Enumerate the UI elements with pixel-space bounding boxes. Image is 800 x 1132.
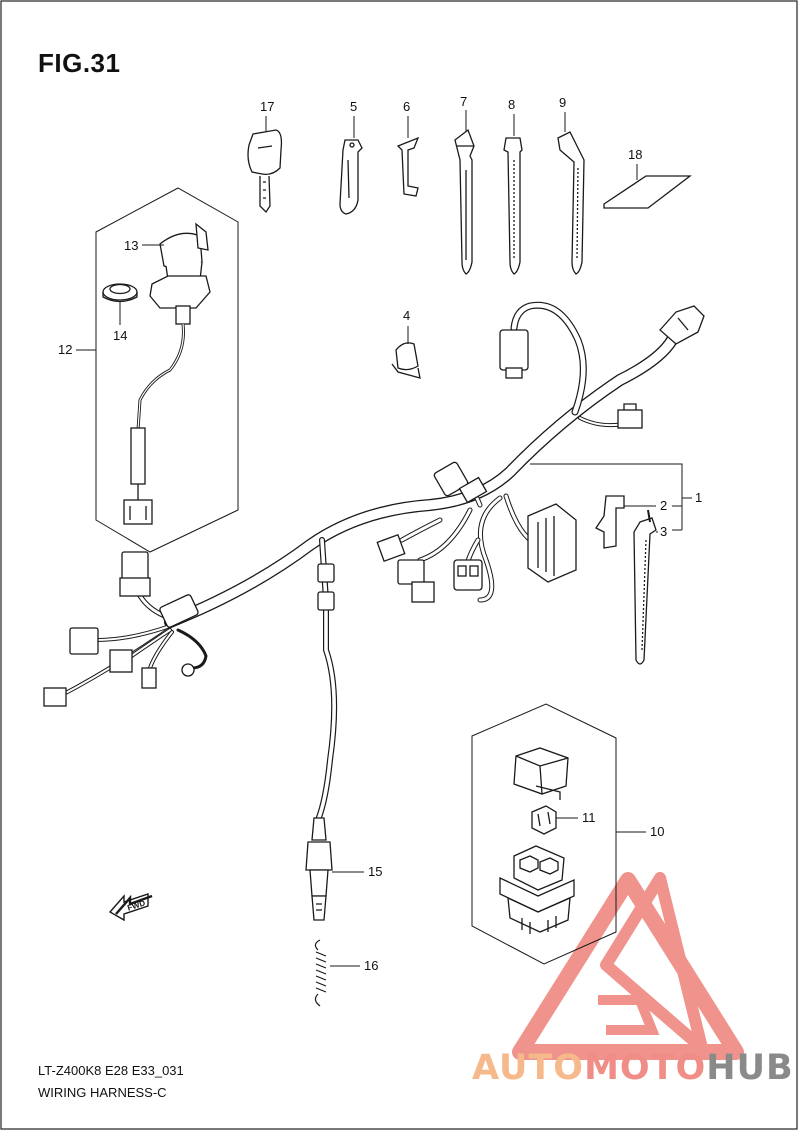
sensor-icon	[305, 817, 333, 921]
callout-6: 6	[403, 99, 410, 114]
figure-caption: WIRING HARNESS-C	[38, 1085, 167, 1100]
watermark-part-a: AUTO	[472, 1048, 585, 1088]
clamp-icon	[339, 139, 363, 215]
callout-11: 11	[582, 810, 596, 825]
callout-4: 4	[403, 308, 410, 323]
watermark-part-c: HUB	[706, 1048, 794, 1088]
callout-13: 13	[124, 238, 138, 253]
callout-17: 17	[260, 99, 274, 114]
key-icon	[247, 129, 283, 214]
bracket-icon	[595, 495, 625, 549]
callout-2: 2	[660, 498, 667, 513]
fwd-arrow-icon: FWD	[108, 893, 153, 922]
spring-icon	[314, 939, 327, 1007]
fuse-icon	[531, 805, 557, 835]
callout-10: 10	[650, 824, 664, 839]
callout-16: 16	[364, 958, 378, 973]
ignition-switch-icon	[123, 222, 211, 525]
ignition-switch-box	[95, 187, 239, 553]
callout-18: 18	[628, 147, 642, 162]
callout-14: 14	[113, 328, 127, 343]
callout-12: 12	[58, 342, 72, 357]
callout-3: 3	[660, 524, 667, 539]
relay-icon	[499, 845, 575, 934]
model-code: LT-Z400K8 E28 E33_031	[38, 1063, 184, 1078]
watermark-part-b: MOTO	[584, 1048, 707, 1088]
relay-box	[471, 703, 617, 965]
fuse-cover-icon	[513, 747, 569, 800]
cable-tie-8-icon	[503, 137, 523, 275]
clip-icon	[396, 136, 420, 197]
harness-clamp-icon	[391, 342, 421, 379]
callout-9: 9	[559, 95, 566, 110]
cable-tie-9-icon	[557, 131, 585, 275]
callout-1: 1	[695, 490, 702, 505]
harness-connectors	[43, 305, 705, 707]
watermark-text: AUTOMOTOHUB	[472, 1048, 794, 1088]
callout-8: 8	[508, 97, 515, 112]
callout-7: 7	[460, 94, 467, 109]
band-tie-icon	[633, 509, 657, 665]
label-sheet-icon	[603, 175, 692, 209]
cable-tie-7-icon	[454, 128, 475, 275]
figure-title: FIG.31	[38, 48, 121, 78]
callout-15: 15	[368, 864, 382, 879]
watermark-logo	[512, 872, 744, 1060]
lock-ring-icon	[102, 283, 138, 303]
callout-5: 5	[350, 99, 357, 114]
